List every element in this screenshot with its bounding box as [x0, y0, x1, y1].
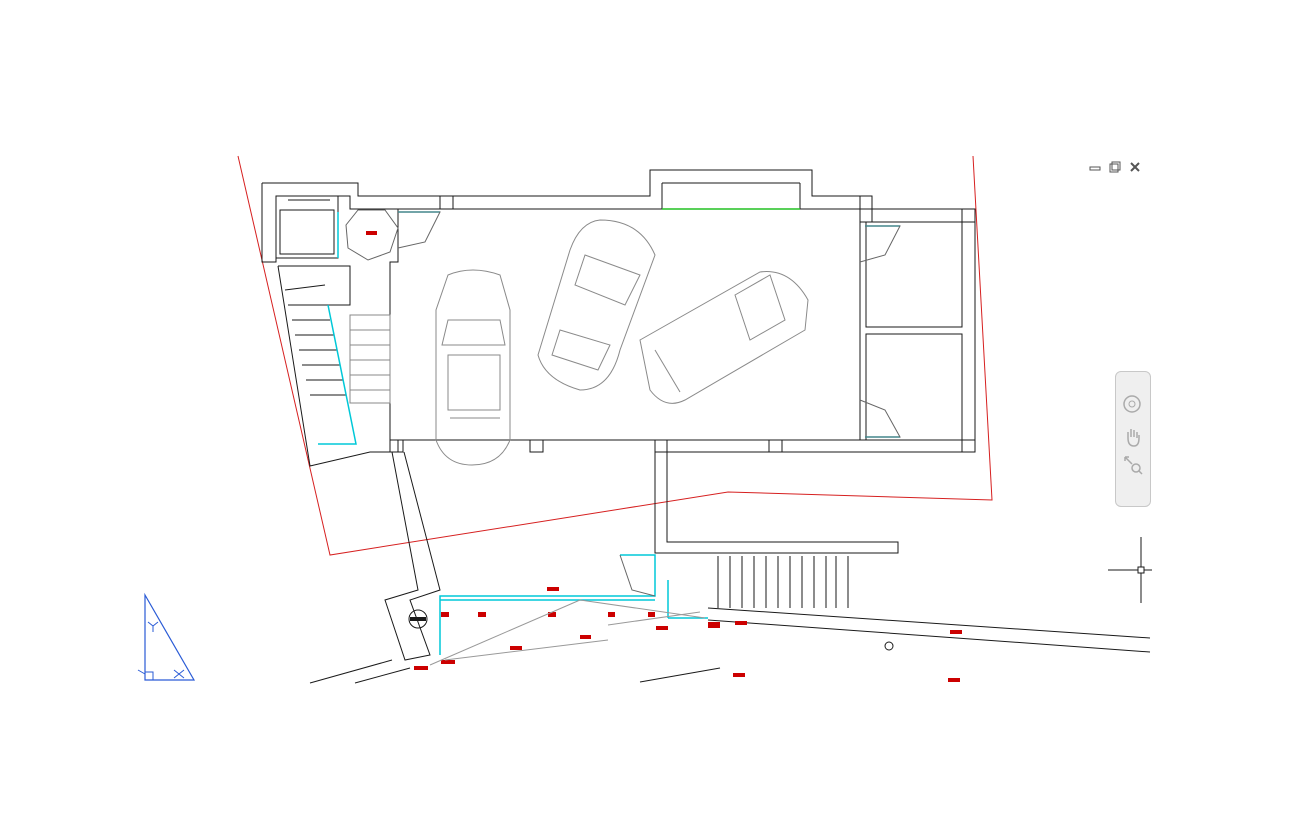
close-button[interactable] — [1128, 160, 1142, 174]
car-3 — [639, 271, 809, 404]
navigation-bar — [1115, 371, 1151, 507]
door-swings — [397, 211, 901, 597]
restore-icon — [1109, 161, 1121, 173]
crosshair-cursor — [1108, 537, 1152, 603]
ucs-icon — [137, 592, 196, 681]
garage-walls — [261, 169, 1151, 684]
pan-button[interactable] — [1122, 426, 1144, 448]
grey-survey-lines — [429, 599, 706, 666]
survey-markers — [366, 231, 962, 682]
hand-icon — [1127, 429, 1140, 447]
drain-symbol — [408, 609, 428, 629]
minimize-button[interactable] — [1088, 160, 1102, 174]
glazing-lines — [318, 211, 900, 655]
elevator-shaft — [275, 195, 399, 261]
close-icon — [1130, 162, 1140, 172]
property-boundary — [237, 155, 993, 556]
car-1 — [435, 269, 511, 466]
steering-wheel-icon — [1123, 395, 1141, 413]
zoom-extents-button[interactable] — [1122, 454, 1144, 476]
survey-point — [884, 641, 894, 651]
exterior-stairs — [717, 556, 849, 608]
minimize-icon — [1089, 166, 1101, 171]
restore-button[interactable] — [1108, 160, 1122, 174]
interior-stairs — [278, 265, 391, 404]
steering-wheel-button[interactable] — [1122, 394, 1144, 416]
car-2 — [537, 219, 656, 391]
zoom-extents-icon — [1124, 456, 1143, 475]
viewport-controls — [1088, 160, 1142, 174]
drain-grate — [410, 617, 426, 621]
